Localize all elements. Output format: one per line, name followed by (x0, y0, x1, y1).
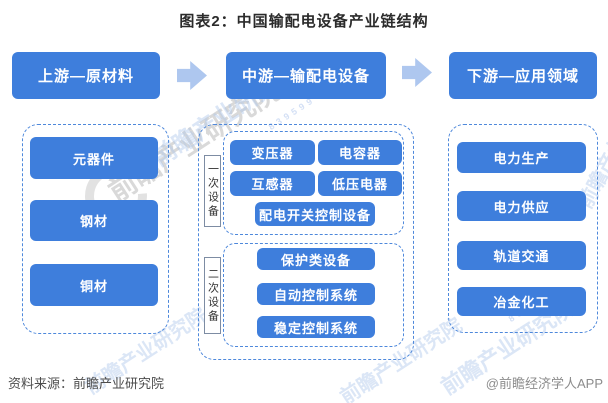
stage-midstream: 中游—输配电设备 (226, 52, 386, 99)
secondary-equipment-container (223, 243, 404, 347)
downstream-group-container (448, 124, 598, 333)
arrow-right-icon (177, 61, 207, 90)
downstream-item: 电力供应 (457, 191, 586, 221)
midstream-item: 互感器 (230, 171, 315, 196)
midstream-item: 电容器 (318, 140, 402, 165)
source-note: 资料来源：前瞻产业研究院 (8, 376, 165, 391)
downstream-item: 电力生产 (457, 142, 586, 173)
upstream-item: 钢材 (30, 200, 158, 241)
arrow-right-icon (402, 58, 432, 87)
stage-downstream: 下游—应用领域 (449, 52, 597, 99)
midstream-item: 保护类设备 (257, 248, 375, 270)
midstream-group-container (198, 124, 414, 360)
midstream-item: 稳定控制系统 (257, 316, 375, 338)
midstream-item: 自动控制系统 (257, 283, 375, 305)
downstream-item: 冶金化工 (457, 287, 586, 316)
upstream-group-container (22, 124, 169, 334)
secondary-equipment-label: 二次设备 (204, 257, 221, 334)
primary-equipment-container (223, 131, 404, 235)
credit-note: @前瞻经济学人APP (485, 376, 603, 391)
primary-equipment-label: 一次设备 (204, 155, 221, 227)
midstream-item: 低压电器 (318, 171, 402, 196)
stage-upstream: 上游—原材料 (12, 52, 160, 99)
upstream-item: 元器件 (30, 137, 158, 179)
upstream-item: 铜材 (30, 264, 158, 306)
midstream-item: 变压器 (230, 140, 315, 165)
midstream-item-wide: 配电开关控制设备 (255, 202, 375, 226)
chart-title: 图表2：中国输配电设备产业链结构 (179, 13, 429, 30)
downstream-item: 轨道交通 (457, 241, 586, 270)
